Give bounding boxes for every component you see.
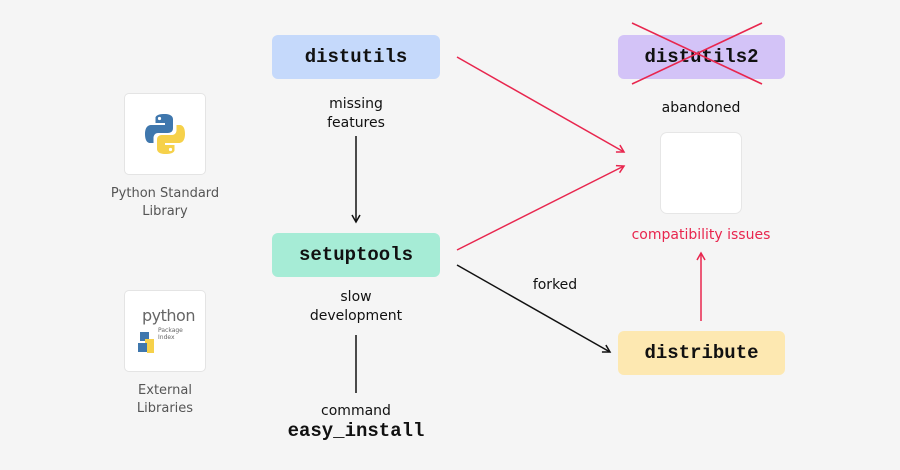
- pypi-card: python Package Index: [125, 291, 205, 371]
- stdlib-label-line1: Python Standard: [110, 186, 220, 201]
- abandoned-label: abandoned: [661, 100, 741, 116]
- distutils2-node: distutils2: [618, 35, 785, 79]
- stdlib-label: Python Standard Library: [95, 185, 235, 221]
- distribute-node: distribute: [618, 331, 785, 375]
- slow-development-line1: slow: [340, 289, 372, 305]
- compatibility-issues-label: compatibility issues: [631, 227, 771, 243]
- forked-label: forked: [532, 277, 578, 293]
- blank-card: [661, 133, 741, 213]
- arrow-setuptools-to-compat: [456, 164, 626, 251]
- setuptools-node: setuptools: [272, 233, 440, 277]
- external-label-line1: External: [138, 383, 192, 398]
- external-label-line2: Libraries: [136, 401, 194, 416]
- easy-install-label: easy_install: [287, 420, 425, 442]
- slow-development-label: slow development: [296, 288, 416, 326]
- pypi-logo-icon: python Package Index: [130, 300, 200, 362]
- missing-features-line2: features: [327, 115, 385, 131]
- distutils2-label: distutils2: [644, 46, 759, 68]
- strike-x-icon: [631, 22, 763, 85]
- pypi-logo-sub2: Index: [158, 334, 175, 341]
- missing-features-label: missing features: [296, 95, 416, 133]
- command-label: command: [321, 403, 391, 419]
- pypi-cubes-icon: [138, 332, 154, 353]
- arrow-setuptools-to-distribute: [456, 264, 612, 353]
- distribute-label: distribute: [644, 342, 759, 364]
- python-logo-icon: [145, 114, 185, 154]
- pypi-logo-sub1: Package: [158, 327, 183, 334]
- slow-development-line2: development: [309, 308, 403, 324]
- missing-features-line1: missing: [329, 96, 383, 112]
- python-stdlib-card: [125, 94, 205, 174]
- stdlib-label-line2: Library: [142, 204, 188, 219]
- arrow-distutils-to-compat: [456, 56, 626, 153]
- distutils-node: distutils: [272, 35, 440, 79]
- external-label: External Libraries: [95, 382, 235, 418]
- pypi-logo-wordmark: python: [142, 306, 195, 325]
- setuptools-label: setuptools: [298, 244, 414, 266]
- distutils-label: distutils: [304, 46, 408, 68]
